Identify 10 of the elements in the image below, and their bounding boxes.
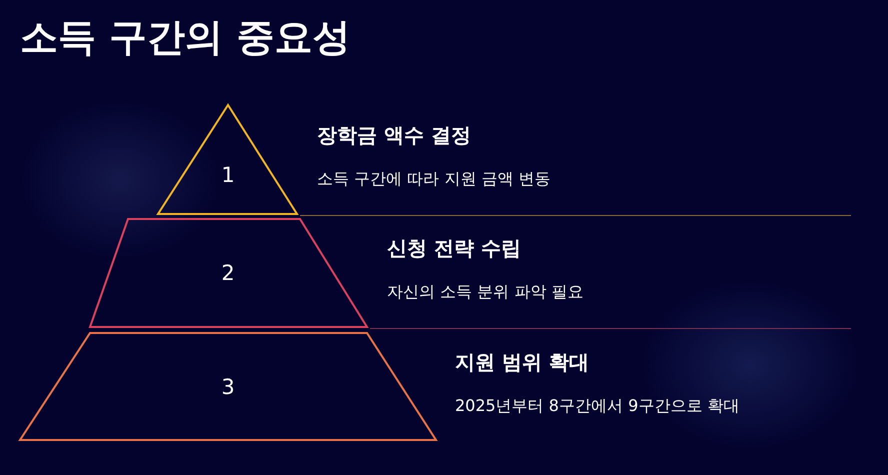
tier-description: 소득 구간에 따라 지원 금액 변동 xyxy=(317,169,550,190)
tier-heading: 신청 전략 수립 xyxy=(387,235,521,262)
tier-description: 자신의 소득 분위 파악 필요 xyxy=(387,282,584,303)
tier-heading: 지원 범위 확대 xyxy=(455,349,589,376)
tier-description: 2025년부터 8구간에서 9구간으로 확대 xyxy=(455,396,740,417)
tier-number: 1 xyxy=(221,163,235,187)
title: 소득 구간의 중요성 xyxy=(20,14,350,61)
tier-heading: 장학금 액수 결정 xyxy=(317,122,471,149)
tier-number: 2 xyxy=(221,261,235,285)
tier-number: 3 xyxy=(221,375,235,399)
